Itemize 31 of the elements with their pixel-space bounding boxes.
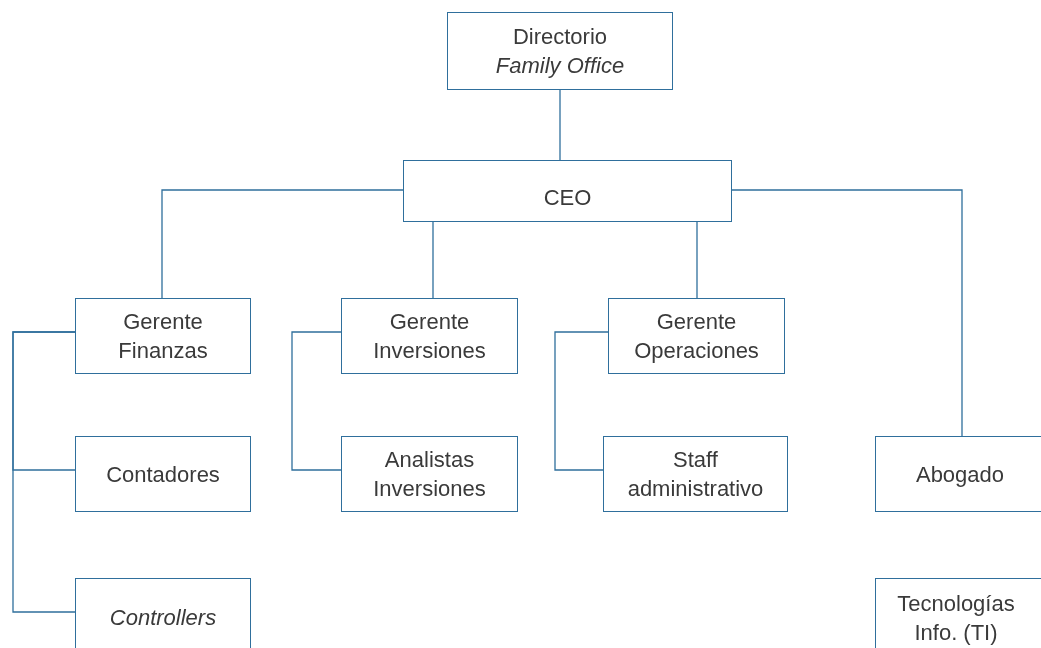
role-title: Analistas Inversiones: [372, 446, 487, 503]
role-title: Contadores: [106, 460, 220, 489]
role-box: [341, 436, 518, 512]
role-title: CEO: [543, 184, 592, 212]
connector-line: [161, 189, 404, 299]
role-title: Gerente Inversiones: [372, 308, 487, 365]
role-title: Controllers: [109, 604, 217, 632]
role-title: Directorio: [512, 23, 608, 51]
role-box: [75, 298, 251, 374]
role-box: [341, 298, 518, 374]
role-title: Abogado: [915, 460, 1005, 489]
role-box: [603, 436, 788, 512]
role-title: Staff administrativo: [626, 446, 765, 503]
connector-line: [696, 221, 698, 299]
role-title: Gerente Finanzas: [117, 308, 209, 365]
role-title: Gerente Operaciones: [633, 308, 760, 365]
role-box: [403, 160, 732, 222]
connector-line: [559, 89, 561, 161]
role-box: [608, 298, 785, 374]
role-box: [75, 436, 251, 512]
connector-line: [12, 331, 76, 613]
role-subtitle: Family Office: [495, 52, 625, 80]
role-box: [75, 578, 251, 648]
role-box: [875, 436, 1041, 512]
connector-line: [554, 331, 609, 471]
connector-line: [432, 221, 434, 299]
connector-line: [731, 189, 963, 437]
role-box: [447, 12, 673, 90]
role-box: [875, 578, 1041, 648]
connector-line: [291, 331, 342, 471]
role-title: Tecnologías Info. (TI): [896, 590, 1016, 647]
